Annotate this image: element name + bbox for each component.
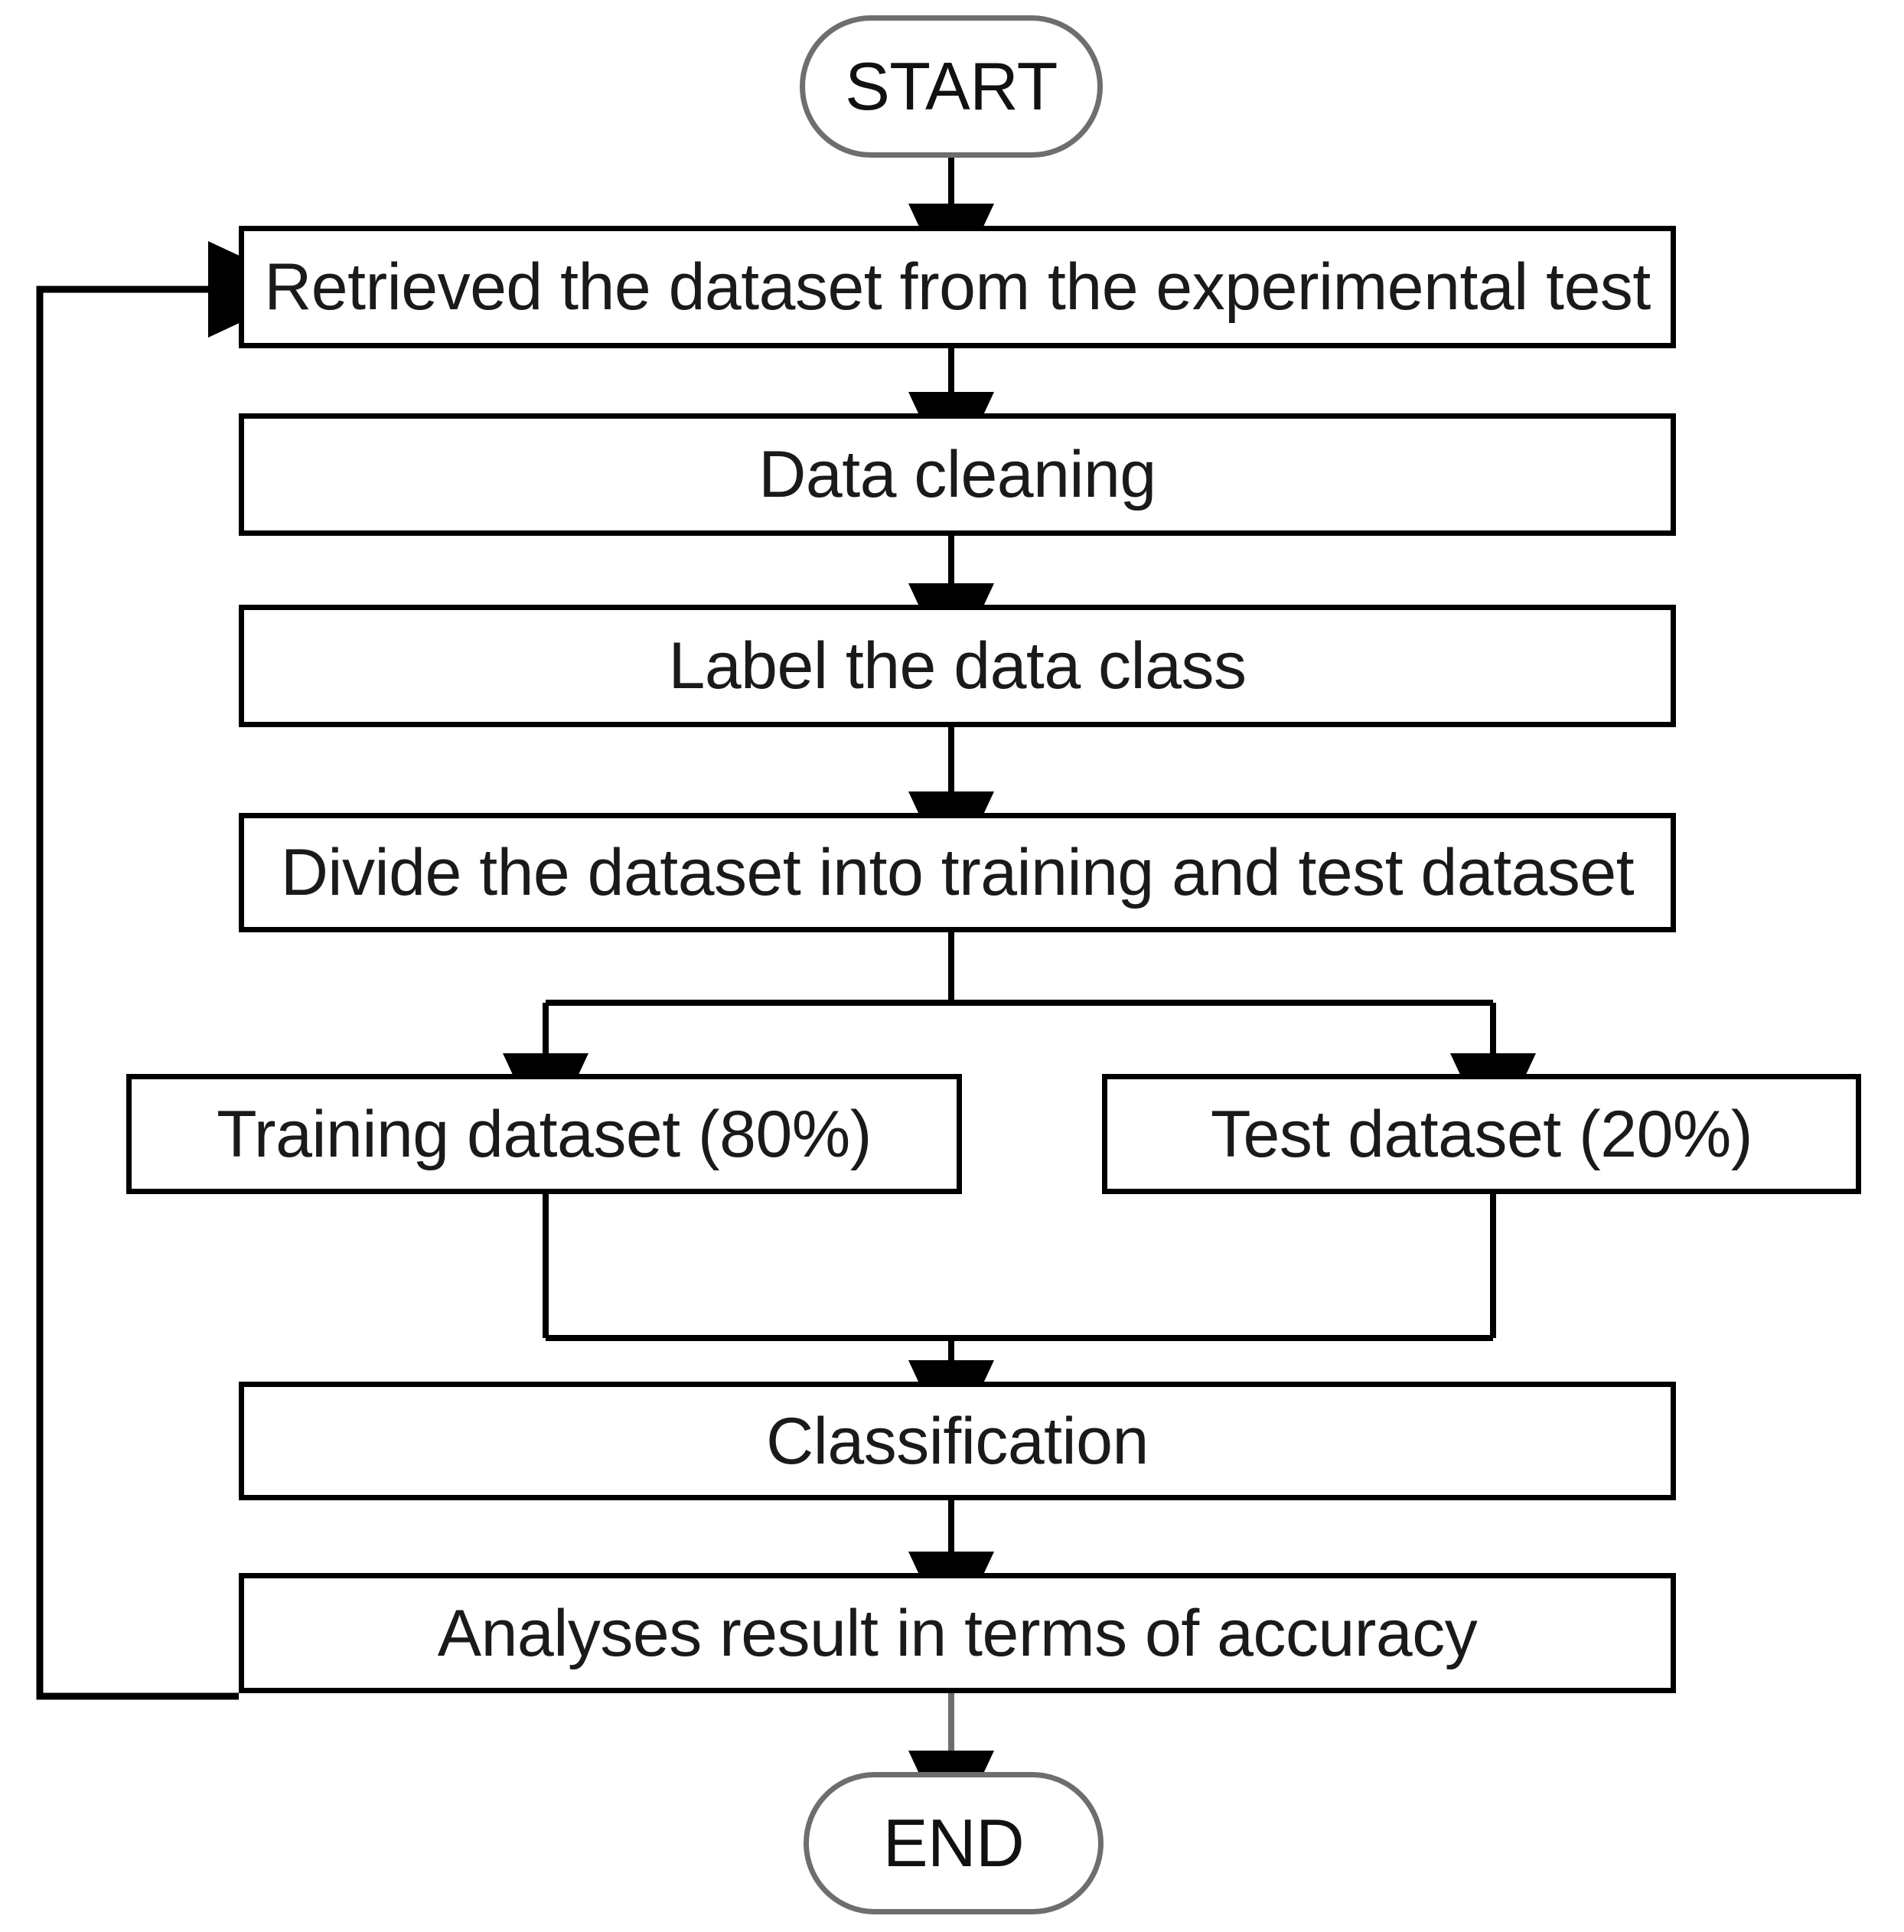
edge-merge-bus <box>543 1194 1496 1341</box>
node-divide-dataset-label: Divide the dataset into training and tes… <box>280 836 1635 909</box>
node-data-cleaning-label: Data cleaning <box>758 438 1156 511</box>
node-label-data-class-label: Label the data class <box>668 629 1247 703</box>
node-retrieve-dataset[interactable]: Retrieved the dataset from the experimen… <box>239 226 1676 348</box>
node-start[interactable]: START <box>800 15 1103 158</box>
node-test-dataset-label: Test dataset (20%) <box>1210 1097 1753 1171</box>
edge-feedback-loop <box>36 241 311 1700</box>
node-training-dataset-label: Training dataset (80%) <box>217 1097 872 1171</box>
node-test-dataset[interactable]: Test dataset (20%) <box>1102 1074 1861 1194</box>
node-start-label: START <box>845 48 1058 124</box>
node-analyses-result[interactable]: Analyses result in terms of accuracy <box>239 1573 1676 1693</box>
node-classification[interactable]: Classification <box>239 1382 1676 1500</box>
node-classification-label: Classification <box>766 1404 1149 1478</box>
node-label-data-class[interactable]: Label the data class <box>239 605 1676 727</box>
node-analyses-result-label: Analyses result in terms of accuracy <box>437 1596 1478 1670</box>
node-retrieve-dataset-label: Retrieved the dataset from the experimen… <box>264 250 1651 324</box>
node-end-label: END <box>882 1805 1025 1881</box>
edge-divide-split-bus <box>546 932 1493 1006</box>
node-training-dataset[interactable]: Training dataset (80%) <box>126 1074 962 1194</box>
node-data-cleaning[interactable]: Data cleaning <box>239 413 1676 536</box>
node-divide-dataset[interactable]: Divide the dataset into training and tes… <box>239 813 1676 932</box>
node-end[interactable]: END <box>804 1772 1104 1914</box>
